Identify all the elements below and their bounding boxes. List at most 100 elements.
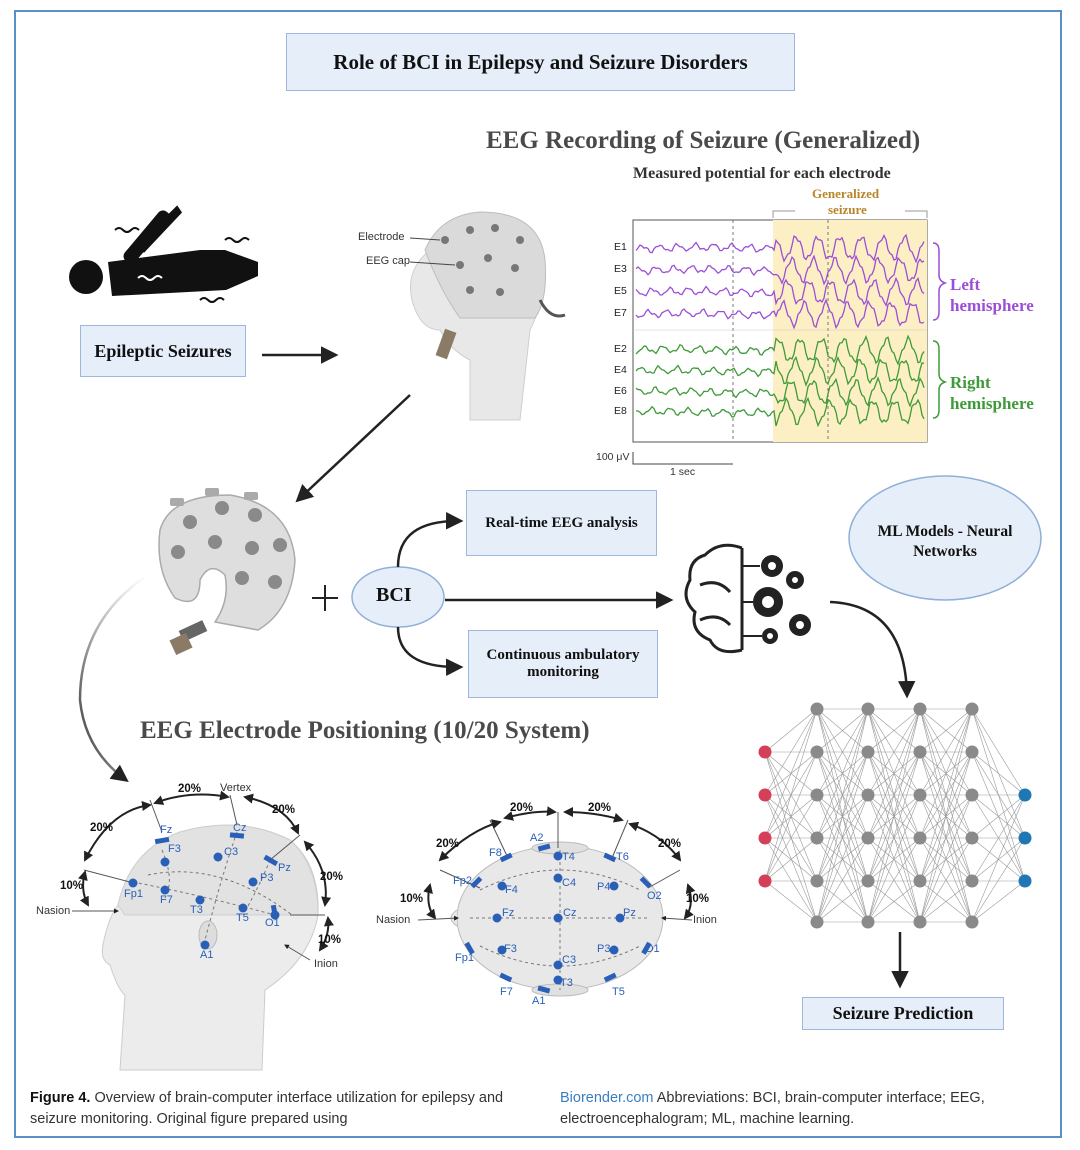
- electrode-channel-label: E8: [614, 405, 627, 417]
- nn-connection: [867, 708, 921, 923]
- nn-input-node: [758, 745, 772, 759]
- nn-connection: [919, 708, 973, 753]
- nn-hidden-node: [913, 788, 927, 802]
- electrode-site-label: T3: [190, 904, 203, 916]
- electrode-pointer-line: [409, 237, 441, 241]
- electrode-site-label: O1: [265, 917, 280, 929]
- caption-right: Biorender.com Abbreviations: BCI, brain-…: [560, 1088, 1040, 1130]
- electrode-channel-label: E1: [614, 241, 627, 253]
- nn-connection: [764, 837, 818, 882]
- eeg-trace: [635, 298, 925, 330]
- nn-connection: [816, 837, 869, 882]
- nn-connection: [971, 794, 1026, 882]
- top-percent-label: 20%: [658, 838, 682, 850]
- nn-connection: [971, 708, 1026, 796]
- left-hemisphere-label-line2: hemisphere: [950, 296, 1034, 315]
- nn-hidden-node: [965, 788, 979, 802]
- neural-network-diagram: [758, 702, 1032, 929]
- bci-label: BCI: [376, 584, 412, 606]
- left-hemisphere-label-line1: Left: [950, 275, 981, 294]
- nn-connection: [867, 708, 921, 882]
- top-electrode-site-label: F3: [504, 943, 517, 955]
- nn-connection: [867, 837, 921, 882]
- nn-connection: [816, 708, 869, 753]
- ml-models-label: ML Models - Neural Networks: [858, 522, 1032, 562]
- nn-connection: [867, 751, 921, 923]
- top-electrode-site-label: A1: [532, 995, 546, 1007]
- seizure-person-icon: [69, 205, 258, 303]
- top-nasion-label: Nasion: [376, 914, 411, 926]
- eeg-subtitle: Measured potential for each electrode: [633, 165, 891, 182]
- percent-label: 20%: [178, 783, 202, 795]
- continuous-monitoring-box: Continuous ambulatory monitoring: [468, 630, 658, 698]
- top-percent-label: 20%: [588, 802, 612, 814]
- nn-hidden-node: [965, 915, 979, 929]
- eeg-trace: [635, 355, 925, 387]
- nn-connection: [764, 837, 818, 923]
- scale-voltage-label: 100 μV: [596, 451, 630, 463]
- top-percent-label: 10%: [400, 893, 424, 905]
- electrode-site-label: P3: [260, 872, 274, 884]
- top-electrode-site-label: F8: [489, 847, 502, 859]
- nn-connection: [867, 880, 921, 923]
- top-electrode-site-label: C3: [562, 954, 577, 966]
- percent-label: 10%: [60, 880, 84, 892]
- page-title: Role of BCI in Epilepsy and Seizure Diso…: [286, 33, 795, 91]
- electrode-label: Electrode: [358, 231, 405, 243]
- right-hemisphere-label-line1: Right: [950, 373, 991, 392]
- nn-connection: [971, 880, 1026, 923]
- nn-connection: [816, 837, 869, 923]
- nn-connection: [764, 794, 818, 923]
- scale-time-label: 1 sec: [670, 466, 696, 478]
- nn-connection: [867, 837, 921, 923]
- electrode-channel-label: E7: [614, 307, 627, 319]
- top-percent-label: 20%: [510, 802, 534, 814]
- arrow-head-to-cap: [295, 394, 411, 503]
- biorender-link[interactable]: Biorender.com: [560, 1090, 654, 1106]
- electrode-site-label: A1: [200, 949, 214, 961]
- nn-connection: [764, 708, 818, 839]
- arrow-brain-to-network: [829, 600, 916, 699]
- nn-input-node: [758, 831, 772, 845]
- nn-hidden-node: [861, 831, 875, 845]
- top-electrode-site-label: A2: [530, 832, 544, 844]
- nn-connection: [764, 880, 818, 923]
- nn-hidden-node: [965, 831, 979, 845]
- nn-connection: [816, 794, 869, 923]
- top-electrode-site-label: T3: [560, 977, 573, 989]
- nn-connection: [919, 708, 973, 839]
- nn-hidden-node: [810, 915, 824, 929]
- nn-input-node: [758, 874, 772, 888]
- top-electrode-site-label: T6: [616, 851, 629, 863]
- eeg-chart: [632, 210, 948, 465]
- nn-connection: [816, 880, 869, 923]
- plus-icon: [312, 585, 338, 611]
- ml-models-line2: Networks: [913, 543, 977, 560]
- nn-connection: [867, 708, 921, 796]
- nn-connection: [971, 837, 1026, 882]
- nn-connection: [919, 794, 973, 923]
- continuous-monitoring-line1: Continuous ambulatory: [486, 647, 640, 663]
- side-head-view: [72, 790, 334, 1071]
- eeg-trace: [635, 233, 925, 264]
- nn-connection: [816, 708, 869, 839]
- caption-right-text: Abbreviations: BCI, brain-computer inter…: [560, 1090, 985, 1127]
- nn-connection: [764, 794, 818, 882]
- nn-connection: [764, 751, 818, 882]
- nn-connection: [764, 751, 818, 923]
- epileptic-seizures-box: Epileptic Seizures: [80, 325, 246, 377]
- top-percent-label: 10%: [686, 893, 710, 905]
- electrode-channel-label: E3: [614, 263, 627, 275]
- electrode-site-label: C3: [224, 846, 239, 858]
- ml-models-node: [848, 475, 1042, 601]
- nn-connection: [764, 708, 818, 796]
- nn-connection: [816, 708, 869, 882]
- electrode-site-label: Fz: [160, 824, 173, 836]
- electrode-channel-label: E2: [614, 343, 627, 355]
- electrode-channel-label: E6: [614, 385, 627, 397]
- electrode-site-label: Cz: [233, 822, 247, 834]
- percent-label: 20%: [90, 822, 114, 834]
- top-electrode-site-label: F4: [505, 884, 518, 896]
- nn-connection: [867, 708, 921, 839]
- inion-label: Inion: [314, 958, 338, 970]
